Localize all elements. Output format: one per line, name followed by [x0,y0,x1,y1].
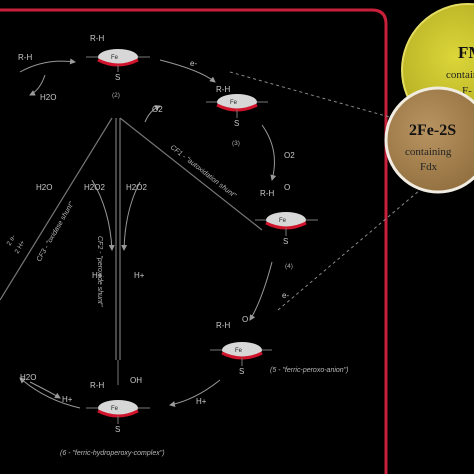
fe2s-module: 2Fe-2S containing Fdx [384,86,474,194]
h2o-left-label: H2O [40,93,56,102]
s2-heme [98,49,138,65]
arrow-1-to-2 [19,58,76,73]
s5-substrate: R-H [216,321,230,330]
fmn-line2: F- [462,85,472,97]
s3-iron: Fe [230,100,238,106]
s6-sulfur: S [115,425,120,434]
o2-release-label: O2 [152,105,163,114]
s4-substrate: R-H [260,189,274,198]
arrow-o2-release [144,105,161,123]
o2-binding-label: O2 [284,151,295,160]
s5-caption: (5 - "ferric-peroxo-anion") [270,367,349,374]
state-5: R-H O Fe S (5 - "ferric-peroxo-anion") [210,315,349,376]
s5-iron: Fe [235,348,243,354]
two-protons-label: 2 H+ [14,239,27,255]
shunt-line-cf3 [0,117,113,301]
s2-sulfur: S [115,73,120,82]
s3-heme [217,94,257,110]
electron-1-label: e- [190,59,197,68]
electron-path-fmn [229,71,401,121]
state-4: R-H O Fe S (4) [255,183,318,270]
arrow-2-to-3 [159,59,216,83]
arrow-h2o-left [29,74,46,96]
fe2s-line2: Fdx [420,161,438,173]
h2o2-a-label: H2O2 [84,183,105,192]
h-plus-c-label: H+ [62,395,73,404]
arrow-5-to-6 [169,379,221,407]
s3-number: (3) [232,140,240,147]
arrow-bottom-h2o [29,381,61,399]
h-plus-b-label: H+ [134,271,145,280]
electron-path-fdx [277,189,421,311]
state-2: R-H Fe S (2) [86,34,150,99]
rh-left-label: R-H [18,53,32,62]
arrow-h2o2-curve-b [121,181,141,251]
cf2-peroxide-label: CF2 - "peroxide shunt" [96,236,103,307]
s4-number: (4) [285,263,293,270]
arrow-4-to-5 [249,261,273,321]
s6-substrate: R-H [90,381,104,390]
h2o-bottom-label: H2O [20,373,36,382]
cycle-frame [0,8,388,474]
s3-substrate: R-H [216,85,230,94]
h-plus-d-label: H+ [196,397,207,406]
s6-iron: Fe [111,406,119,412]
fmn-line1: containing [446,69,474,81]
state-6: R-H OH Fe S (6 - "ferric-hydroperoxy-com… [60,376,165,457]
s4-ligand: O [284,183,290,192]
fe2s-circle [384,86,474,194]
h2o2-b-label: H2O2 [126,183,147,192]
arrow-6-to-1 [19,377,81,409]
h2o-mid-label: H2O [36,183,52,192]
s3-sulfur: S [234,119,239,128]
s4-heme [266,212,306,228]
cf1-autoxidation-label: CF1 - "autoxidation shunt" [169,144,238,200]
s2-iron: Fe [111,55,119,61]
s6-caption: (6 - "ferric-hydroperoxy-complex") [60,450,165,457]
s2-substrate: R-H [90,34,104,43]
s4-iron: Fe [279,218,287,224]
s2-number: (2) [112,92,120,99]
arrow-h2o2-curve [91,179,115,251]
s6-heme [98,400,138,416]
shunt-line-cf1 [119,117,263,231]
arrow-3-to-4 [261,124,277,181]
h-plus-a-label: H+ [92,271,103,280]
s4-sulfur: S [283,237,288,246]
state-3: R-H Fe S (3) [206,85,268,147]
s5-sulfur: S [239,367,244,376]
s5-heme [222,342,262,358]
fe2s-title: 2Fe-2S [409,122,456,139]
s5-ligand: O [242,315,248,324]
fe2s-line1: containing [405,146,452,158]
electron-2-label: e- [282,291,289,300]
two-electrons-label: 2 e- [6,234,18,247]
s6-ligand: OH [130,376,142,385]
fmn-title: FMN [458,43,474,62]
